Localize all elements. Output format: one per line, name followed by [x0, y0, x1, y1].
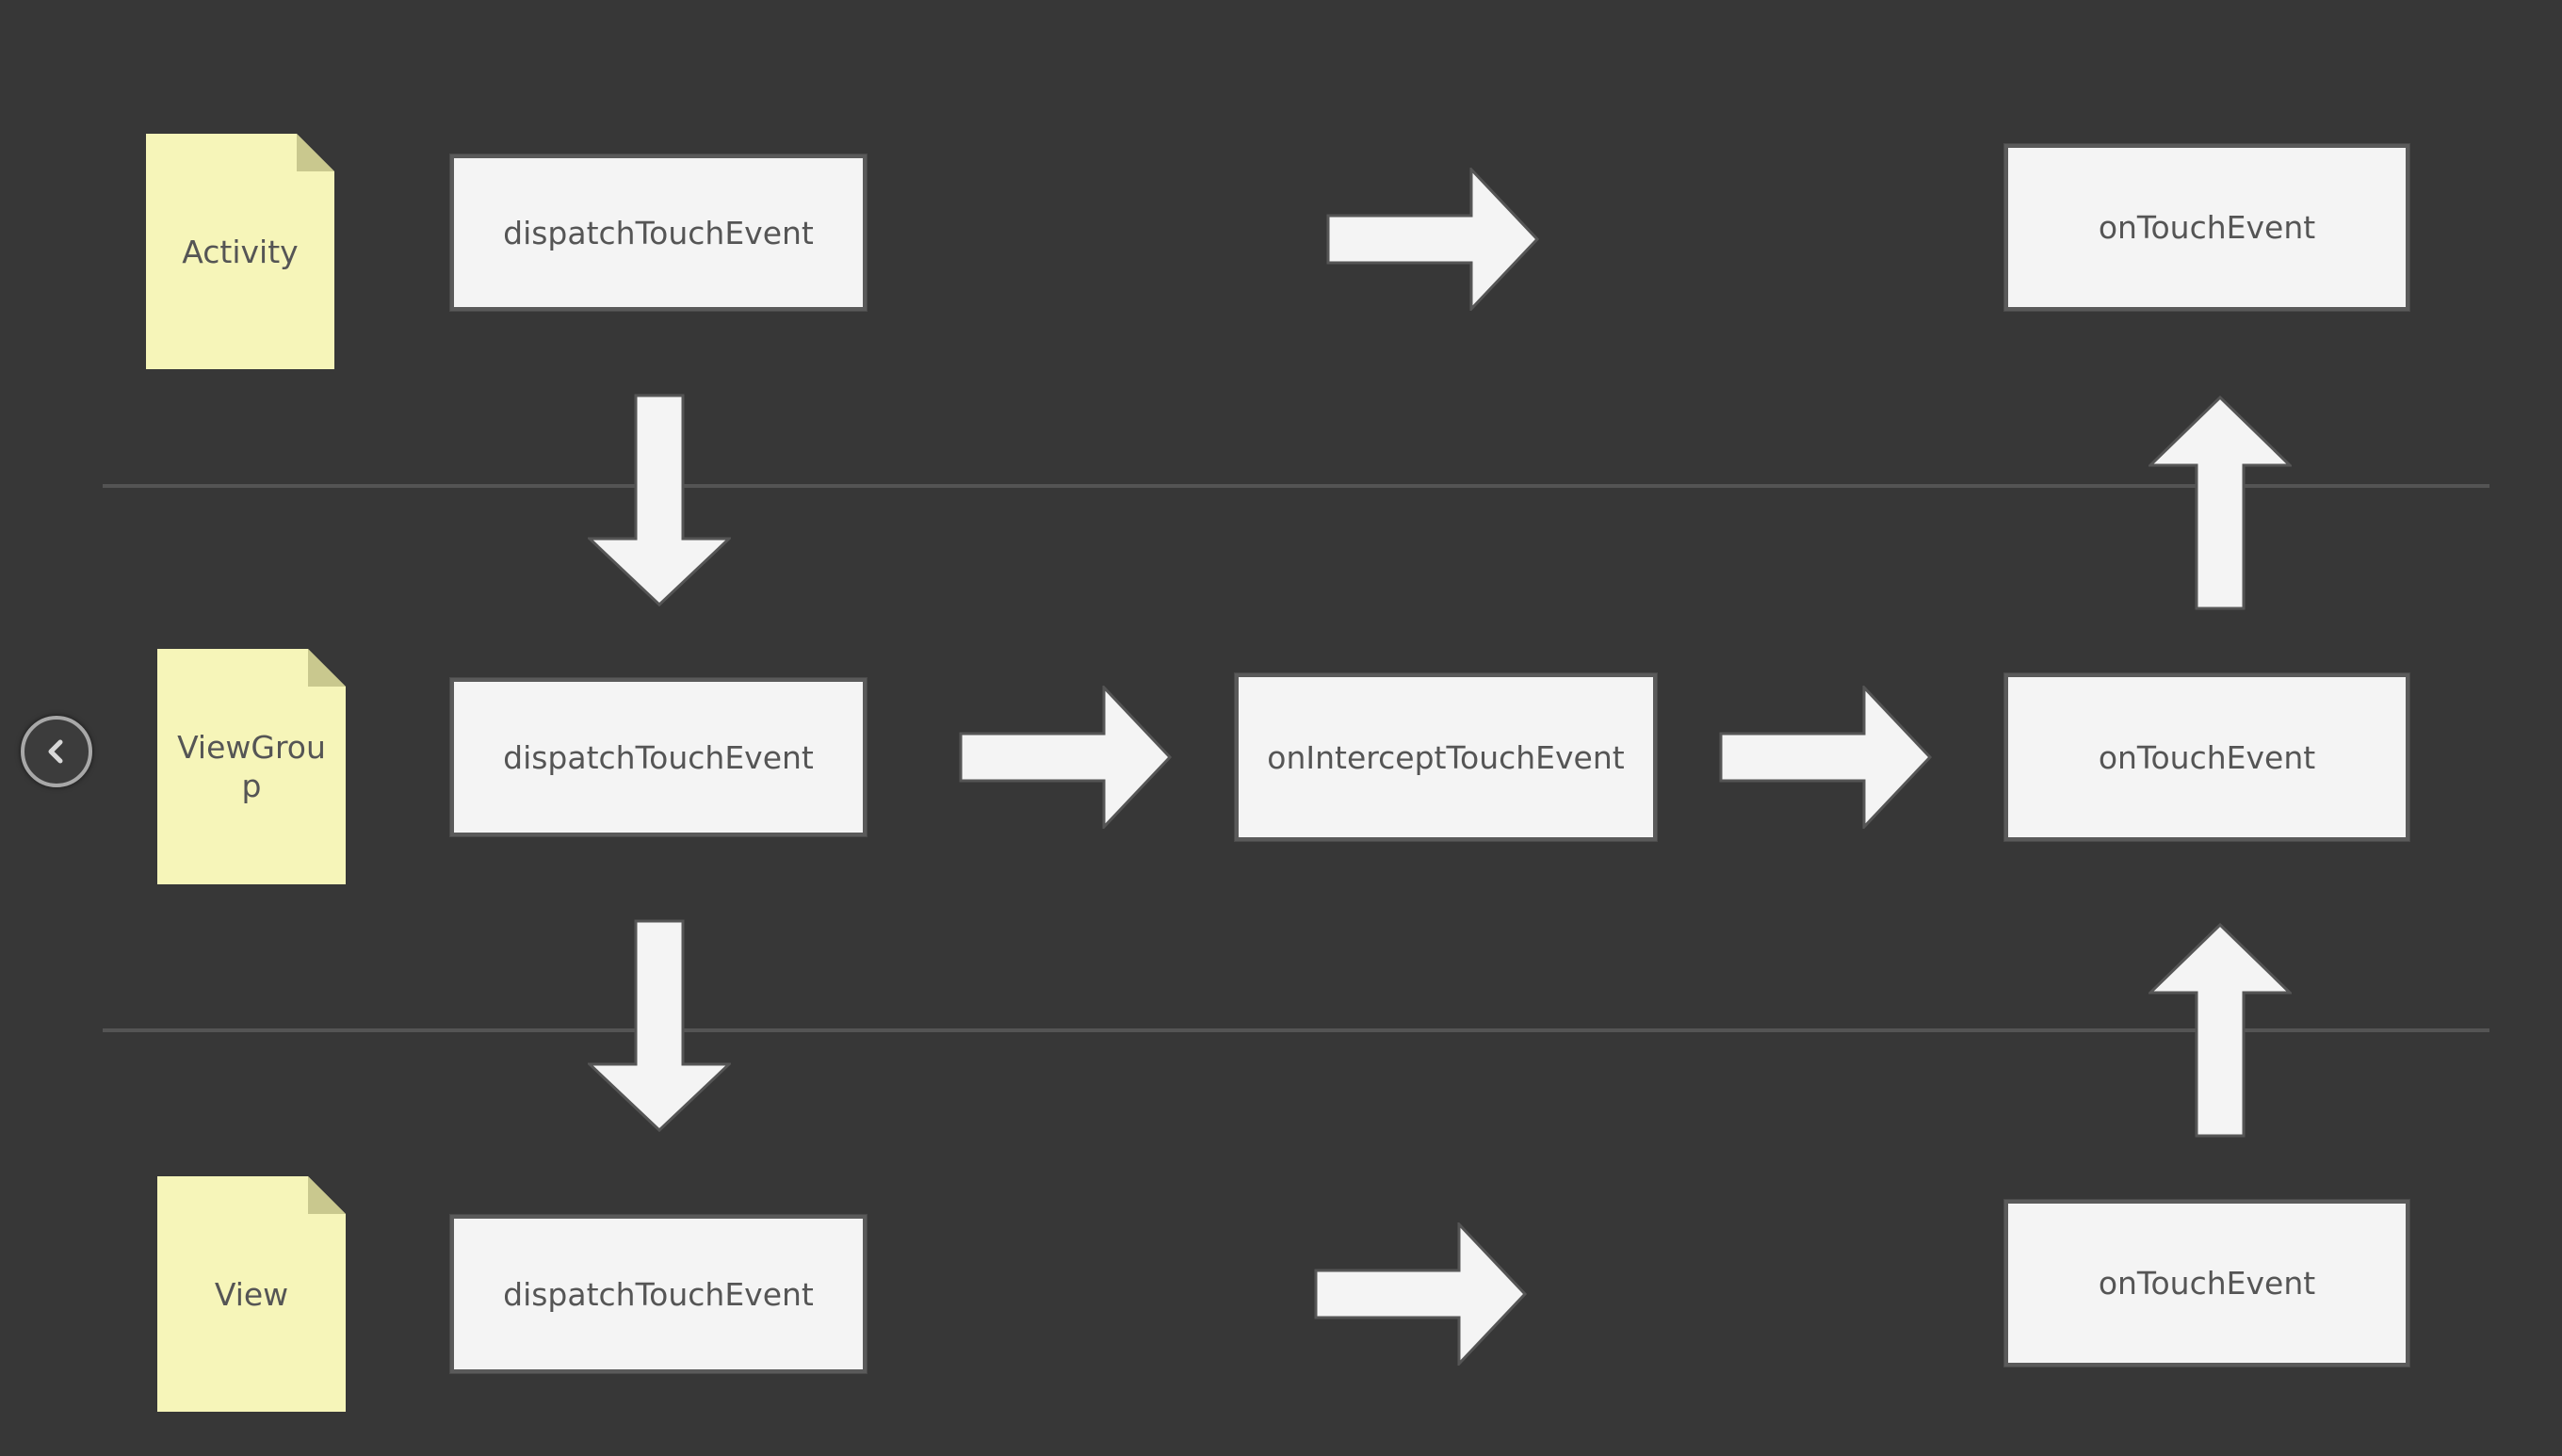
- arrow-right: [1314, 1222, 1528, 1366]
- lane-label-text: ViewGroup: [177, 729, 326, 804]
- chevron-left-icon: [48, 739, 63, 764]
- lane-label-viewgroup: ViewGroup: [157, 649, 346, 884]
- lane-label-text: Activity: [182, 233, 299, 270]
- viewgroup-on-intercept-touch-event-node: onInterceptTouchEvent: [1235, 673, 1657, 841]
- activity-dispatch-touch-event-node: dispatchTouchEvent: [450, 154, 867, 311]
- arrow-right: [959, 686, 1173, 829]
- lane-label-activity: Activity: [146, 134, 334, 369]
- lane-divider: [103, 1028, 2489, 1032]
- back-button[interactable]: [21, 716, 92, 787]
- lane-label-view: View: [157, 1176, 346, 1412]
- lane-divider: [103, 484, 2489, 488]
- viewgroup-on-touch-event-node: onTouchEvent: [2004, 673, 2409, 841]
- arrow-down: [588, 394, 731, 607]
- view-on-touch-event-node: onTouchEvent: [2004, 1200, 2409, 1367]
- view-dispatch-touch-event-node: dispatchTouchEvent: [450, 1215, 867, 1373]
- arrow-right: [1719, 686, 1933, 829]
- arrow-down: [588, 919, 731, 1133]
- viewgroup-dispatch-touch-event-node: dispatchTouchEvent: [450, 678, 867, 836]
- lane-label-text: View: [214, 1275, 289, 1313]
- arrow-right: [1326, 168, 1540, 311]
- arrow-up: [2149, 923, 2292, 1138]
- arrow-up: [2149, 396, 2292, 610]
- activity-on-touch-event-node: onTouchEvent: [2004, 144, 2409, 311]
